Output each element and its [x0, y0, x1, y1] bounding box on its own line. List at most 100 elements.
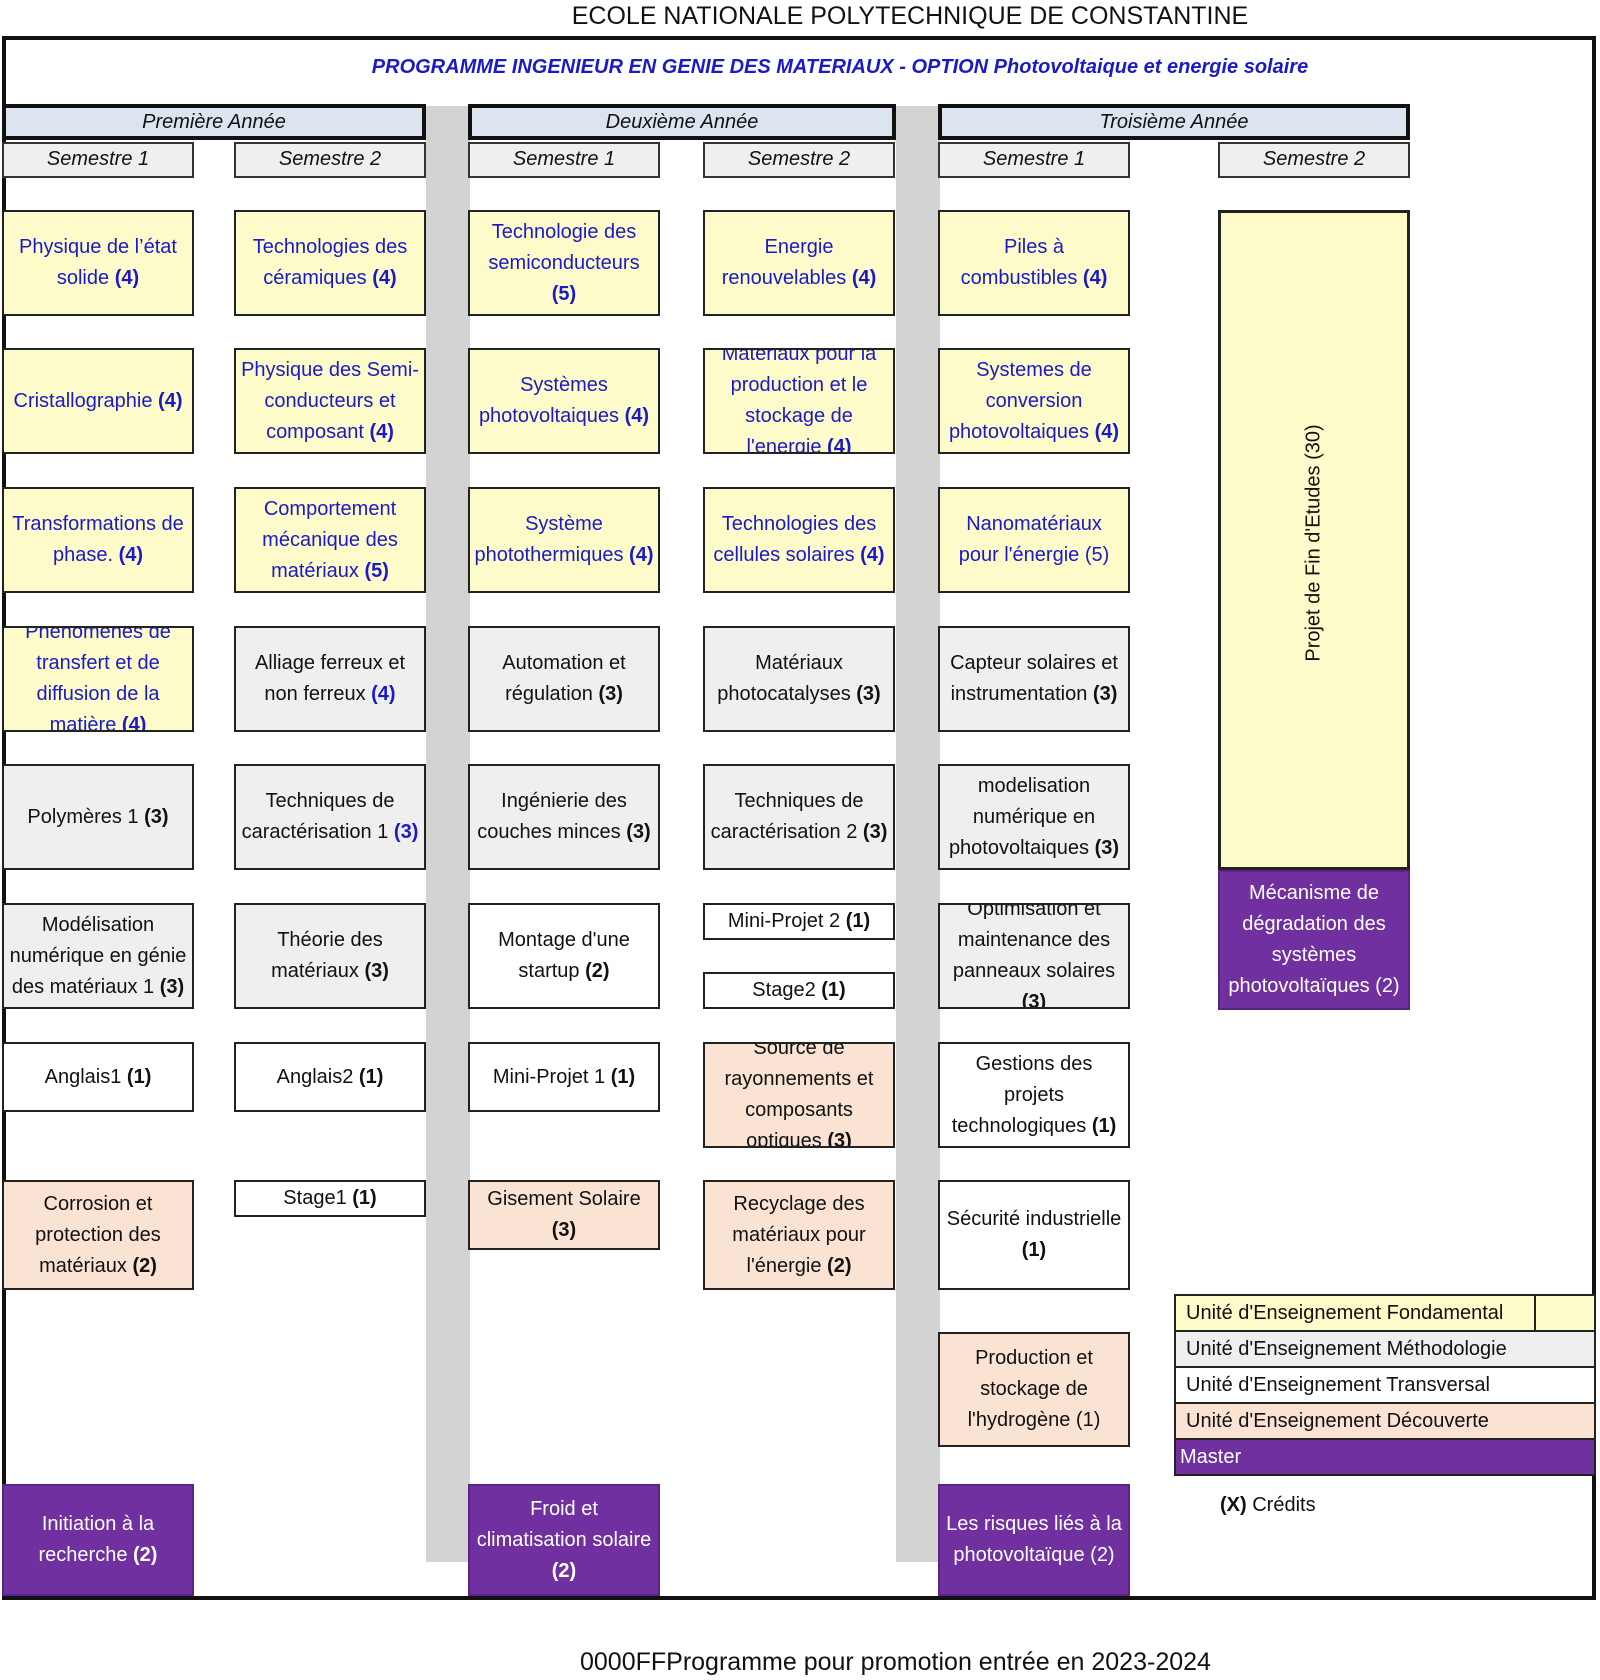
module-box: Sécurité industrielle (1)	[938, 1180, 1130, 1290]
module-text: Stage1 (1)	[283, 1183, 376, 1214]
module-text: Ingénierie des couches minces (3)	[474, 786, 654, 848]
module-label: Initiation à la recherche	[38, 1513, 155, 1566]
legend-item-transversal: Unité d'Enseignement Transversal	[1174, 1366, 1596, 1404]
module-box: Anglais1 (1)	[2, 1042, 194, 1112]
module-text: Anglais1 (1)	[45, 1062, 152, 1093]
module-box: Technologies des cellules solaires (4)	[703, 487, 895, 593]
legend-label: Unité d'Enseignement Méthodologie	[1186, 1338, 1507, 1360]
module-credits: (1)	[1021, 1239, 1047, 1261]
legend-label: Master	[1180, 1446, 1242, 1468]
module-box: Gisement Solaire (3)	[468, 1180, 660, 1250]
module-label: Polymères 1	[27, 805, 139, 828]
module-label: Source de rayonnements et composants opt…	[724, 1042, 874, 1148]
module-text: Théorie des matériaux (3)	[240, 925, 420, 987]
module-label: Gestions des projets technologiques	[951, 1052, 1093, 1137]
module-text: Comportement mécanique des matériaux (5)	[240, 494, 420, 587]
module-box: Physique de l’état solide (4)	[2, 210, 194, 316]
module-label: Montage d'une startup	[498, 929, 630, 982]
module-label: Les risques liés à la photovoltaïque (2)	[946, 1513, 1122, 1566]
program-title: PROGRAMME INGENIEUR EN GENIE DES MATERIA…	[371, 56, 1309, 78]
module-credits: (1)	[126, 1065, 152, 1088]
semester-header-y1s2: Semestre 2	[234, 142, 426, 178]
module-text: Techniques de caractérisation 2 (3)	[709, 786, 889, 848]
year-header-3: Troisième Année	[938, 104, 1410, 140]
module-credits: (3)	[551, 1219, 577, 1241]
credits-text: Crédits	[1246, 1494, 1316, 1516]
module-box: Systemes de conversion photovoltaiques (…	[938, 348, 1130, 454]
module-box: Mécanisme de dégradation des systèmes ph…	[1218, 870, 1410, 1010]
module-box: Optimisation et maintenance des panneaux…	[938, 903, 1130, 1009]
module-credits: (3)	[159, 975, 185, 998]
pfe-module: Projet de Fin d'Etudes (30)	[1218, 210, 1410, 870]
module-text: Physique de l’état solide (4)	[8, 232, 188, 294]
module-credits: (3)	[862, 821, 888, 843]
module-label: Théorie des matériaux	[271, 929, 383, 982]
module-credits: (4)	[851, 267, 877, 289]
module-credits: (4)	[624, 405, 650, 427]
school-name: ECOLE NATIONALE POLYTECHNIQUE DE CONSTAN…	[571, 2, 1249, 30]
module-credits: (3)	[1021, 991, 1047, 1009]
module-credits: (1)	[358, 1065, 384, 1088]
module-label: Nanomatériaux pour l'énergie (5)	[958, 513, 1110, 566]
module-box: modelisation numérique en photovoltaique…	[938, 764, 1130, 870]
module-text: Capteur solaires et instrumentation (3)	[944, 648, 1124, 710]
module-credits: (2)	[585, 960, 610, 982]
module-text: Sécurité industrielle (1)	[944, 1204, 1124, 1266]
module-text: Techniques de caractérisation 1 (3)	[240, 786, 420, 848]
module-credits: (3)	[393, 821, 419, 843]
module-label: Recyclage des matériaux pour l'énergie	[732, 1192, 866, 1277]
legend-item-fondamental: Unité d'Enseignement Fondamental	[1174, 1294, 1596, 1332]
module-text: Transformations de phase. (4)	[8, 509, 188, 571]
module-credits: (2)	[132, 1254, 157, 1277]
legend-item-methodologie: Unité d'Enseignement Méthodologie	[1174, 1330, 1596, 1368]
module-box: Source de rayonnements et composants opt…	[703, 1042, 895, 1148]
module-label: Technologies des céramiques	[252, 236, 408, 289]
module-text: Corrosion et protection des matériaux (2…	[8, 1189, 188, 1282]
module-text: Matériaux photocatalyses (3)	[709, 648, 889, 710]
module-text: Materiaux pour la production et le stock…	[709, 348, 889, 454]
module-credits: (1)	[821, 979, 846, 1001]
module-text: Les risques liés à la photovoltaïque (2)	[944, 1509, 1124, 1571]
module-label: Phénomènes de transfert et de diffusion …	[25, 626, 171, 732]
module-label: modelisation numérique en photovoltaique…	[948, 774, 1096, 859]
module-box: Recyclage des matériaux pour l'énergie (…	[703, 1180, 895, 1290]
module-credits: (3)	[1092, 683, 1118, 705]
module-box: Transformations de phase. (4)	[2, 487, 194, 593]
module-label: Mécanisme de dégradation des systèmes ph…	[1228, 882, 1400, 997]
module-text: Stage2 (1)	[752, 975, 845, 1006]
module-box: Système photothermiques (4)	[468, 487, 660, 593]
module-label: Physique des Semi-conducteurs et composa…	[241, 358, 419, 443]
legend-swatch	[1534, 1296, 1594, 1330]
module-text: Froid et climatisation solaire (2)	[474, 1494, 654, 1587]
module-credits: (1)	[610, 1065, 636, 1088]
module-label: Optimisation et maintenance des panneaux…	[952, 903, 1116, 982]
module-label: Anglais2	[276, 1065, 354, 1088]
module-text: Technologies des céramiques (4)	[240, 232, 420, 294]
module-credits: (1)	[845, 910, 871, 932]
module-text: Montage d'une startup (2)	[474, 925, 654, 987]
pfe-label: Projet de Fin d'Etudes (30)	[1302, 424, 1325, 662]
legend-label: Unité d'Enseignement Transversal	[1186, 1374, 1490, 1396]
module-box: Techniques de caractérisation 1 (3)	[234, 764, 426, 870]
module-text: Système photothermiques (4)	[474, 509, 654, 571]
module-box: Gestions des projets technologiques (1)	[938, 1042, 1130, 1148]
module-label: Capteur solaires et instrumentation	[950, 652, 1118, 705]
module-label: Cristallographie	[13, 389, 153, 412]
module-credits: (3)	[827, 1130, 852, 1148]
module-text: Optimisation et maintenance des panneaux…	[944, 903, 1124, 1009]
module-text: Automation et régulation (3)	[474, 648, 654, 710]
module-credits: (3)	[1094, 836, 1120, 859]
module-text: Piles à combustibles (4)	[944, 232, 1124, 294]
module-text: Technologies des cellules solaires (4)	[709, 509, 889, 571]
module-credits: (3)	[856, 683, 881, 705]
module-label: Energie renouvelables	[721, 236, 847, 289]
module-label: Matériaux photocatalyses	[717, 652, 851, 705]
module-text: Polymères 1 (3)	[27, 802, 168, 833]
module-credits: (4)	[372, 267, 397, 289]
module-text: Modélisation numérique en génie des maté…	[8, 910, 188, 1003]
module-text: Cristallographie (4)	[14, 386, 183, 417]
semester-header-y1s1: Semestre 1	[2, 142, 194, 178]
module-label: Materiaux pour la production et le stock…	[721, 348, 877, 454]
module-credits: (4)	[371, 683, 396, 705]
module-credits: (3)	[144, 805, 169, 828]
